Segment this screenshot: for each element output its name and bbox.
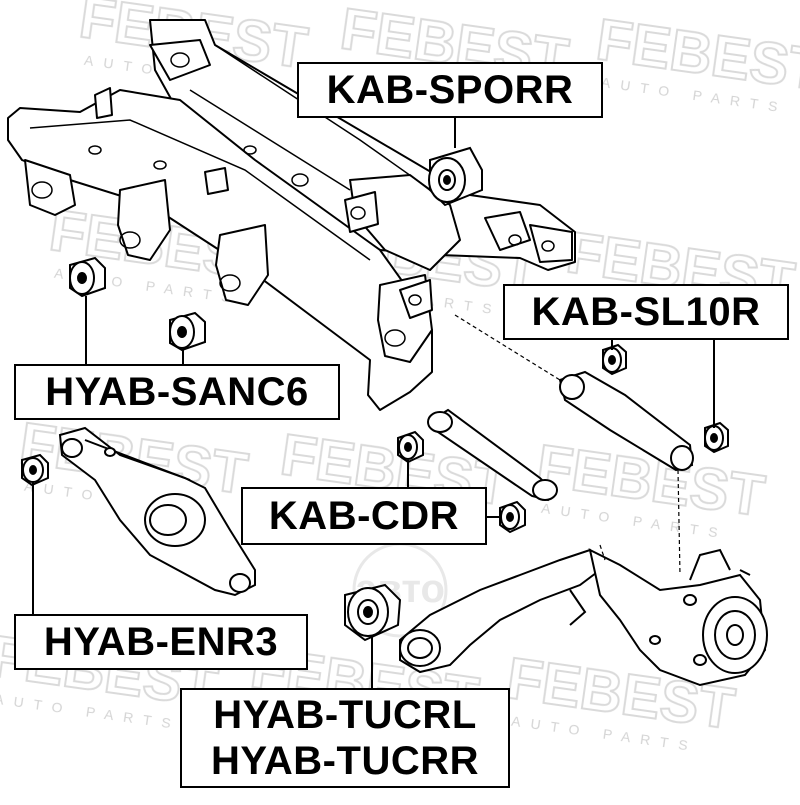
bushing-hyab-tucrl	[344, 583, 402, 642]
label-kab-sporr: KAB-SPORR	[297, 62, 603, 118]
upper-arm	[558, 370, 694, 472]
bushing-kab-sl10r-b	[704, 421, 729, 454]
label-kab-sl10r: KAB-SL10R	[503, 284, 789, 340]
label-hyab-tucrl-tucrr: HYAB-TUCRL HYAB-TUCRR	[180, 688, 510, 788]
label-hyab-sanc6-text: HYAB-SANC6	[45, 370, 309, 414]
label-kab-cdr: KAB-CDR	[241, 487, 487, 545]
bushing-kab-sporr	[428, 146, 483, 207]
lower-control-arm	[58, 426, 256, 597]
dashed-leaders	[454, 314, 681, 576]
bushing-hyab-sanc6-a	[69, 256, 106, 298]
label-hyab-enr3-text: HYAB-ENR3	[43, 620, 279, 664]
subframe-details	[29, 44, 555, 347]
label-kab-cdr-text: KAB-CDR	[268, 494, 460, 538]
label-hyab-enr3: HYAB-ENR3	[14, 614, 308, 670]
lateral-link	[427, 408, 558, 502]
label-hyab-tucrr-text: HYAB-TUCRR	[211, 739, 479, 783]
rear-knuckle-hub	[569, 548, 768, 687]
bushing-hyab-sanc6-b	[169, 311, 206, 352]
label-kab-sl10r-text: KAB-SL10R	[531, 290, 761, 334]
label-kab-sporr-text: KAB-SPORR	[326, 68, 574, 112]
bushing-kab-cdr-a	[397, 430, 424, 464]
bushing-hyab-enr3	[21, 453, 49, 487]
leader-lines	[32, 118, 715, 688]
trailing-arm	[399, 548, 602, 674]
label-hyab-sanc6: HYAB-SANC6	[14, 364, 340, 420]
bushing-kab-sl10r-a	[602, 343, 627, 376]
rear-subframe	[7, 19, 576, 411]
label-hyab-tucrl-text: HYAB-TUCRL	[213, 693, 477, 737]
bushing-kab-cdr-b	[499, 500, 526, 534]
